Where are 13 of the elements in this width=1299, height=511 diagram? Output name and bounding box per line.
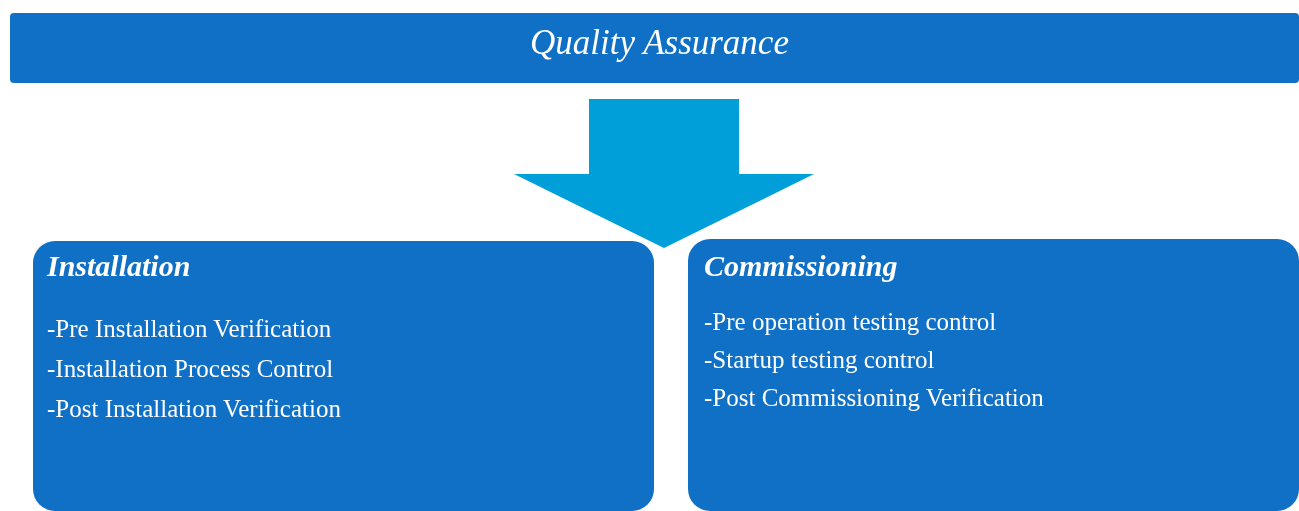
list-item: -Post Commissioning Verification xyxy=(704,383,1045,413)
title: Quality Assurance xyxy=(529,23,790,63)
box-heading: Installation xyxy=(47,249,192,283)
list-item: -Pre Installation Verification xyxy=(47,314,333,344)
list-item: -Pre operation testing control xyxy=(704,307,998,337)
box-heading: Commissioning xyxy=(704,249,899,283)
title-banner xyxy=(10,13,1299,83)
list-item: -Installation Process Control xyxy=(47,354,335,384)
process-box xyxy=(688,239,1299,511)
list-item: -Startup testing control xyxy=(704,345,936,375)
process-box xyxy=(33,241,654,511)
list-item: -Post Installation Verification xyxy=(47,394,342,424)
block-arrow xyxy=(514,99,814,248)
